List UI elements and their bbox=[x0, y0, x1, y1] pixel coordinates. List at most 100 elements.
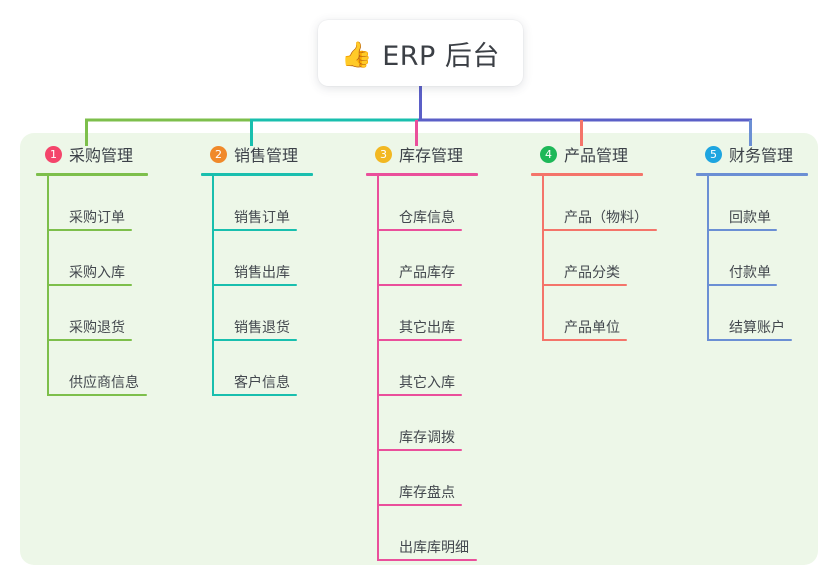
branch-spine bbox=[47, 176, 49, 396]
branch-title: 采购管理 bbox=[69, 146, 134, 165]
branch-column-product: 4 产品管理产品（物料） 产品分类产品单位 bbox=[531, 141, 657, 341]
branch-column-inventory: 3 库存管理仓库信息产品库存其它出库其它入库库存调拨库存盘点出库库明细 bbox=[366, 141, 478, 561]
leaf-underline bbox=[47, 284, 132, 286]
leaf-label: 销售出库 bbox=[234, 265, 290, 281]
leaf-underline bbox=[377, 394, 462, 396]
leaf-underline bbox=[212, 339, 297, 341]
leaf-underline bbox=[212, 284, 297, 286]
leaf-list-finance: 回款单付款单结算账户 bbox=[696, 176, 808, 341]
leaf-underline bbox=[707, 284, 777, 286]
leaf-label: 回款单 bbox=[729, 210, 771, 226]
leaf-label: 产品（物料） bbox=[564, 210, 648, 226]
root-node-title: ERP 后台 bbox=[382, 40, 500, 72]
leaf-underline bbox=[707, 229, 777, 231]
leaf-underline bbox=[377, 339, 462, 341]
leaf-label: 结算账户 bbox=[729, 320, 785, 336]
leaf-node[interactable]: 其它入库 bbox=[377, 341, 478, 396]
leaf-list-sales: 销售订单销售出库销售退货客户信息 bbox=[201, 176, 313, 396]
leaf-list-inventory: 仓库信息产品库存其它出库其它入库库存调拨库存盘点出库库明细 bbox=[366, 176, 478, 561]
branch-spine bbox=[707, 176, 709, 341]
leaf-label: 采购退货 bbox=[69, 320, 125, 336]
leaf-underline bbox=[377, 229, 462, 231]
branch-number-badge: 1 bbox=[45, 145, 62, 163]
leaf-underline bbox=[542, 339, 627, 341]
leaf-label: 客户信息 bbox=[234, 375, 290, 391]
leaf-underline bbox=[212, 394, 297, 396]
leaf-label: 产品单位 bbox=[564, 320, 620, 336]
branch-header-underline bbox=[531, 173, 643, 176]
leaf-label: 供应商信息 bbox=[69, 375, 139, 391]
leaf-underline bbox=[377, 284, 462, 286]
branch-column-finance: 5 财务管理回款单付款单结算账户 bbox=[696, 141, 808, 341]
branch-header-underline bbox=[36, 173, 148, 176]
leaf-label: 产品库存 bbox=[399, 265, 455, 281]
branch-title: 财务管理 bbox=[729, 146, 794, 165]
leaf-node[interactable]: 产品库存 bbox=[377, 231, 478, 286]
leaf-list-purchase: 采购订单采购入库采购退货供应商信息 bbox=[36, 176, 148, 396]
leaf-node[interactable]: 销售出库 bbox=[212, 231, 313, 286]
leaf-node[interactable]: 采购退货 bbox=[47, 286, 148, 341]
diagram-background-panel bbox=[20, 133, 818, 565]
branch-header-underline bbox=[366, 173, 478, 176]
branch-header-underline bbox=[201, 173, 313, 176]
leaf-node[interactable]: 库存盘点 bbox=[377, 451, 478, 506]
leaf-label: 销售订单 bbox=[234, 210, 290, 226]
leaf-node[interactable]: 采购订单 bbox=[47, 176, 148, 231]
branch-spine bbox=[212, 176, 214, 396]
leaf-node[interactable]: 销售订单 bbox=[212, 176, 313, 231]
leaf-label: 仓库信息 bbox=[399, 210, 455, 226]
branch-header-sales[interactable]: 2 销售管理 bbox=[201, 141, 313, 167]
branch-spine bbox=[377, 176, 379, 561]
leaf-label: 库存调拨 bbox=[399, 430, 455, 446]
branch-title: 库存管理 bbox=[399, 146, 464, 165]
leaf-underline bbox=[47, 394, 147, 396]
leaf-label: 其它入库 bbox=[399, 375, 455, 391]
branch-spine bbox=[542, 176, 544, 341]
leaf-label: 其它出库 bbox=[399, 320, 455, 336]
leaf-underline bbox=[377, 559, 477, 561]
leaf-node[interactable]: 供应商信息 bbox=[47, 341, 148, 396]
leaf-label: 库存盘点 bbox=[399, 485, 455, 501]
leaf-node[interactable]: 回款单 bbox=[707, 176, 808, 231]
branch-title: 销售管理 bbox=[234, 146, 299, 165]
leaf-underline bbox=[212, 229, 297, 231]
branch-number-badge: 5 bbox=[705, 145, 722, 163]
leaf-underline bbox=[542, 229, 657, 231]
branch-number-badge: 3 bbox=[375, 145, 392, 163]
branch-header-underline bbox=[696, 173, 808, 176]
branch-number-badge: 4 bbox=[540, 145, 557, 163]
leaf-node[interactable]: 出库库明细 bbox=[377, 506, 478, 561]
leaf-node[interactable]: 销售退货 bbox=[212, 286, 313, 341]
leaf-node[interactable]: 产品分类 bbox=[542, 231, 648, 286]
root-node-erp-backend[interactable]: 👍 ERP 后台 bbox=[318, 20, 523, 86]
leaf-underline bbox=[377, 449, 462, 451]
branch-title: 产品管理 bbox=[564, 146, 629, 165]
leaf-node[interactable]: 采购入库 bbox=[47, 231, 148, 286]
branch-column-sales: 2 销售管理销售订单销售出库销售退货客户信息 bbox=[201, 141, 313, 396]
leaf-label: 产品分类 bbox=[564, 265, 620, 281]
leaf-underline bbox=[47, 229, 132, 231]
leaf-underline bbox=[542, 284, 627, 286]
branch-number-badge: 2 bbox=[210, 145, 227, 163]
leaf-underline bbox=[47, 339, 132, 341]
leaf-node[interactable]: 付款单 bbox=[707, 231, 808, 286]
leaf-underline bbox=[707, 339, 792, 341]
leaf-node[interactable]: 结算账户 bbox=[707, 286, 808, 341]
leaf-node[interactable]: 客户信息 bbox=[212, 341, 313, 396]
branch-header-finance[interactable]: 5 财务管理 bbox=[696, 141, 808, 167]
branch-header-inventory[interactable]: 3 库存管理 bbox=[366, 141, 478, 167]
leaf-node[interactable]: 产品（物料） bbox=[542, 176, 657, 231]
leaf-label: 付款单 bbox=[729, 265, 771, 281]
leaf-underline bbox=[377, 504, 462, 506]
leaf-label: 采购订单 bbox=[69, 210, 125, 226]
branch-header-purchase[interactable]: 1 采购管理 bbox=[36, 141, 148, 167]
leaf-node[interactable]: 产品单位 bbox=[542, 286, 648, 341]
thumbs-up-icon: 👍 bbox=[341, 39, 373, 69]
leaf-label: 采购入库 bbox=[69, 265, 125, 281]
branch-header-product[interactable]: 4 产品管理 bbox=[531, 141, 648, 167]
branch-column-purchase: 1 采购管理采购订单采购入库采购退货供应商信息 bbox=[36, 141, 148, 396]
leaf-node[interactable]: 仓库信息 bbox=[377, 176, 478, 231]
leaf-node[interactable]: 其它出库 bbox=[377, 286, 478, 341]
leaf-node[interactable]: 库存调拨 bbox=[377, 396, 478, 451]
